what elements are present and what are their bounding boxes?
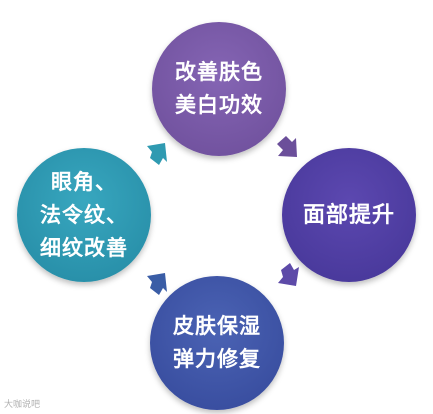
- node-face-lift: 面部提升: [282, 148, 416, 282]
- arrow-right-to-bottom: [278, 263, 299, 286]
- node-moisture-repair-label: 皮肤保湿 弹力修复: [173, 314, 261, 371]
- arrow-top-to-right: [277, 136, 297, 157]
- node-face-lift-label: 面部提升: [302, 202, 395, 228]
- watermark: 大咖说吧: [4, 400, 41, 410]
- node-wrinkle-improve: 眼角、 法令纹、 细纹改善: [17, 148, 151, 282]
- node-skin-tone: 改善肤色 美白功效: [152, 22, 286, 156]
- node-moisture-repair: 皮肤保湿 弹力修复: [150, 276, 284, 410]
- node-skin-tone-label: 改善肤色 美白功效: [175, 60, 263, 117]
- arrow-left-to-top: [147, 143, 167, 165]
- arrow-bottom-to-left: [147, 273, 167, 295]
- node-wrinkle-improve-label: 眼角、 法令纹、 细纹改善: [40, 169, 128, 260]
